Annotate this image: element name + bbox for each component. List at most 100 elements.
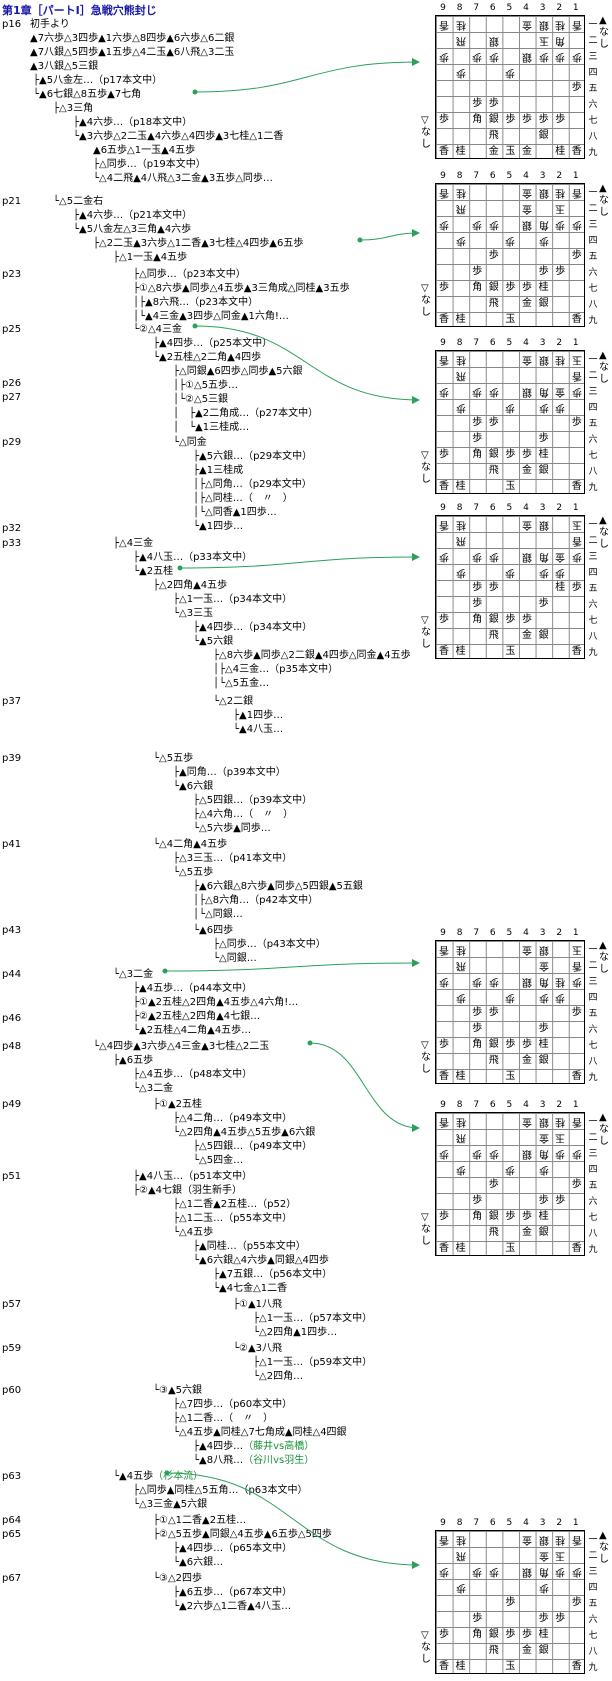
page-ref: p67	[2, 1573, 22, 1584]
shogi-piece: 桂	[455, 944, 466, 955]
shogi-piece: 桂	[538, 1629, 549, 1640]
hand-gote: ▲なし	[599, 15, 609, 50]
variation-line: └▲3六歩△2二玉▲4六歩△4四歩▲3七桂△1二香	[73, 131, 284, 142]
shogi-piece: 香	[571, 370, 582, 381]
variation-line: └▲1四歩…	[193, 521, 244, 532]
shogi-piece: 歩	[571, 219, 582, 230]
board-row-labels: 一二三四五六七八九	[588, 1535, 598, 1673]
shogi-piece: 歩	[505, 235, 516, 246]
shogi-piece: 香	[439, 519, 449, 530]
page-ref: p44	[2, 969, 22, 980]
shogi-piece: 歩	[522, 449, 532, 460]
board-grid: 香桂金銀玉飛香歩歩歩銀角金歩歩歩歩歩歩歩桂歩歩歩歩角銀歩歩飛金銀香桂玉香	[435, 515, 585, 659]
shogi-piece: 香	[571, 1243, 582, 1254]
shogi-piece: 玉	[555, 203, 566, 214]
shogi-piece: 歩	[505, 1164, 516, 1175]
shogi-piece: 歩	[555, 219, 566, 230]
shogi-piece: 歩	[571, 1007, 582, 1018]
variation-line: ├△4二角…（p49本文中）	[173, 1113, 293, 1124]
variation-line: ├△4三金	[113, 538, 154, 549]
hand-gote: ▲なし	[599, 350, 609, 385]
shogi-piece: 銀	[538, 298, 549, 309]
shogi-piece: 歩	[538, 598, 549, 609]
shogi-piece: 歩	[522, 1211, 532, 1222]
shogi-piece: 桂	[455, 187, 466, 198]
shogi-piece: 香	[439, 354, 449, 365]
variation-line: └△5六歩▲同歩…	[193, 823, 271, 834]
variation-line: │├△8六角…（p42本文中）	[193, 895, 319, 906]
variation-line: └△3三金▲5六銀	[133, 1499, 208, 1510]
page-ref: p37	[2, 696, 22, 707]
variation-line: ├▲4四歩…（p65本文中）	[173, 1543, 293, 1554]
page-ref: p29	[2, 437, 22, 448]
variation-line: ├▲4四歩…（p34本文中）	[193, 622, 313, 633]
shogi-piece: 歩	[439, 1148, 449, 1159]
shogi-piece: 金	[488, 146, 499, 157]
variation-line: │├△4三金…（p35本文中）	[213, 664, 339, 675]
shogi-piece: 角	[538, 551, 549, 562]
variation-line: └△5五歩	[173, 867, 214, 878]
variation-line: └▲2五桂	[133, 566, 174, 577]
variation-line: │└△5五金…	[213, 678, 270, 689]
shogi-piece: 金	[522, 944, 532, 955]
shogi-piece: 金	[522, 1645, 532, 1656]
shogi-piece: 歩	[472, 386, 483, 397]
shogi-piece: 玉	[505, 1243, 516, 1254]
variation-line: └▲6四歩	[193, 925, 234, 936]
shogi-piece: 金	[522, 1116, 532, 1127]
variation-line: └▲5八金左△3三角▲4六歩	[73, 224, 192, 235]
shogi-piece: 香	[571, 1534, 582, 1545]
variation-line: │├△同角…（p29本文中）	[193, 479, 312, 490]
variation-line: ├①▲2五桂△2四角▲4五歩△4六角!…	[133, 997, 299, 1008]
shogi-piece: 銀	[522, 219, 532, 230]
shogi-piece: 歩	[538, 992, 549, 1003]
shogi-piece: 香	[439, 1661, 449, 1672]
shogi-piece: 歩	[455, 1582, 466, 1593]
variation-line: ├①△1二香▲2五桂…	[153, 1515, 247, 1526]
shogi-piece: 歩	[472, 598, 483, 609]
shogi-piece: 金	[538, 960, 549, 971]
page-ref: p48	[2, 1041, 22, 1052]
variation-line: ├▲4四歩…（藤井vs高橋）	[193, 1441, 315, 1452]
shogi-piece: 香	[439, 146, 449, 157]
shogi-piece: 桂	[455, 1116, 466, 1127]
shogi-piece: 香	[439, 1071, 449, 1082]
shogi-piece: 歩	[439, 51, 449, 62]
shogi-piece: 歩	[538, 51, 549, 62]
page-ref: p63	[2, 1471, 22, 1482]
page-ref: p39	[2, 753, 22, 764]
board-grid: 香桂金銀桂香飛金玉歩歩歩銀角歩歩歩歩歩歩歩歩歩歩歩角銀歩歩桂飛金銀香桂玉香	[435, 183, 585, 327]
shogi-piece: 銀	[488, 114, 499, 125]
board-grid: 香桂金銀桂香飛金玉歩歩歩銀角歩歩歩歩歩歩歩歩歩歩歩角銀歩歩桂飛金銀香桂玉香	[435, 1112, 585, 1256]
shogi-piece: 玉	[555, 1132, 566, 1143]
shogi-piece: 角	[538, 976, 549, 987]
shogi-piece: 歩	[439, 114, 449, 125]
shogi-piece: 玉	[505, 1661, 516, 1672]
shogi-piece: 桂	[455, 1071, 466, 1082]
connector-arrow	[194, 58, 420, 93]
variation-line: ├①△8六歩▲同歩△4五歩▲3三角成△同桂▲3五歩	[133, 283, 350, 294]
hand-gote: ▲なし	[599, 1530, 609, 1565]
hand-gote: ▲なし	[599, 183, 609, 218]
shogi-piece: 歩	[488, 98, 499, 109]
shogi-piece: 歩	[439, 386, 449, 397]
variation-line: │└②△5三銀	[173, 394, 229, 405]
shogi-piece: 歩	[538, 567, 549, 578]
shogi-piece: 歩	[555, 1148, 566, 1159]
shogi-piece: 歩	[538, 1023, 549, 1034]
variation-line: ├▲4八玉…（p33本文中）	[133, 552, 253, 563]
connector-arrow	[166, 1472, 420, 1569]
shogi-piece: 歩	[555, 567, 566, 578]
page-ref: p26	[2, 378, 22, 389]
variation-line: └③▲5六銀	[153, 1385, 203, 1396]
shogi-piece: 玉	[505, 146, 516, 157]
page-ref: p21	[2, 196, 22, 207]
shogi-piece: 歩	[571, 1597, 582, 1608]
hand-gote: ▲なし	[599, 940, 609, 975]
shogi-piece: 歩	[472, 582, 483, 593]
page-ref: p64	[2, 1515, 22, 1526]
shogi-piece: 金	[522, 1534, 532, 1545]
shogi-piece: 金	[555, 386, 566, 397]
